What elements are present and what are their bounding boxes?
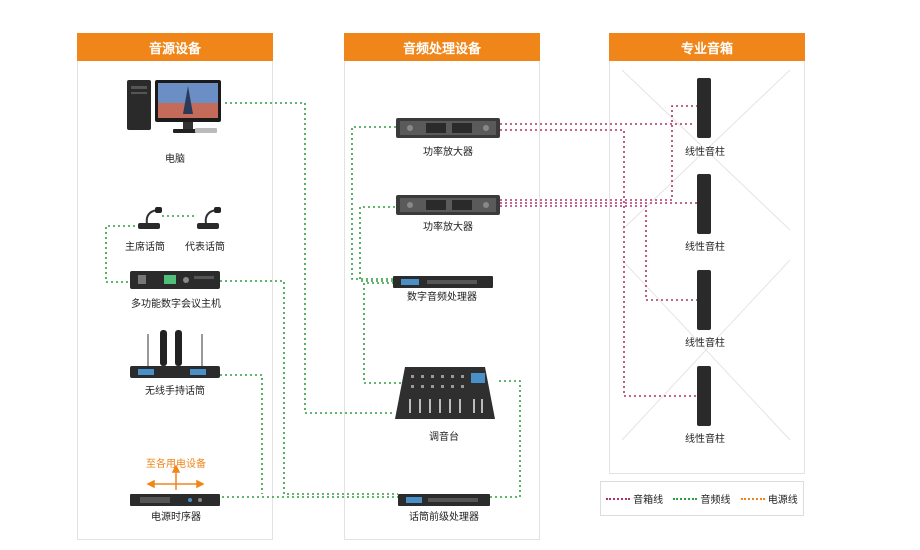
column4-icon — [697, 366, 711, 426]
wire-amp1-column4 — [500, 129, 697, 397]
wire-wireless-preamp — [220, 374, 263, 494]
amp1-label: 功率放大器 — [423, 147, 473, 158]
speakers-header: 专业音箱 — [609, 33, 805, 61]
power-note: 至各用电设备 — [146, 459, 206, 470]
delegate-mic-icon — [194, 206, 226, 230]
legend-audio-label: 音频线 — [700, 495, 731, 506]
wire-mixer-dsp — [363, 282, 401, 384]
processing-panel — [344, 60, 540, 540]
wire-amp2-column2 — [500, 105, 697, 201]
chair-mic-label: 主席话筒 — [125, 242, 165, 253]
column1-label: 线性音柱 — [685, 147, 725, 158]
amp2-icon — [396, 195, 500, 215]
wire-preamp-mixer — [490, 380, 521, 498]
wire-dsp-amp2 — [359, 206, 396, 282]
wire-pc-mixer — [225, 102, 395, 414]
source-panel — [77, 60, 273, 540]
legend: 音箱线 音频线 电源线 — [600, 481, 804, 516]
wire-amp2-column3 — [500, 205, 697, 301]
wireless-mic-label: 无线手持话筒 — [145, 386, 205, 397]
power-sequencer-icon — [130, 491, 220, 506]
source-header: 音源设备 — [77, 33, 273, 61]
legend-power-line: 电源线 — [740, 491, 798, 506]
legend-power-label: 电源线 — [767, 495, 798, 506]
wire-dsp-amp1 — [351, 126, 396, 280]
column3-label: 线性音柱 — [685, 338, 725, 349]
mixer-label: 调音台 — [429, 432, 459, 443]
delegate-mic-label: 代表话筒 — [185, 242, 225, 253]
amp2-label: 功率放大器 — [423, 222, 473, 233]
chair-mic-icon — [135, 206, 167, 230]
legend-audio-line: 音频线 — [673, 491, 730, 506]
conference-host-label: 多功能数字会议主机 — [131, 299, 221, 310]
legend-speaker-line: 音箱线 — [606, 491, 663, 506]
wire-chair-host — [105, 225, 140, 283]
column2-icon — [697, 174, 711, 234]
wire-host-preamp — [220, 280, 398, 495]
computer-label: 电脑 — [165, 154, 185, 165]
dsp-label: 数字音频处理器 — [407, 292, 477, 303]
column4-label: 线性音柱 — [685, 434, 725, 445]
legend-speaker-label: 音箱线 — [633, 495, 664, 506]
dsp-icon — [393, 273, 493, 288]
column3-icon — [697, 270, 711, 330]
amp1-icon — [396, 118, 500, 138]
computer-icon — [125, 78, 225, 136]
power-sequencer-label: 电源时序器 — [151, 512, 201, 523]
column1-icon — [697, 78, 711, 138]
column2-label: 线性音柱 — [685, 242, 725, 253]
conference-host-icon — [130, 271, 220, 289]
mixer-icon — [395, 365, 495, 421]
mic-preamp-label: 话筒前级处理器 — [409, 512, 479, 523]
wireless-mic-icon — [130, 330, 220, 378]
processing-header: 音频处理设备 — [344, 33, 540, 61]
mic-preamp-icon — [398, 491, 490, 506]
